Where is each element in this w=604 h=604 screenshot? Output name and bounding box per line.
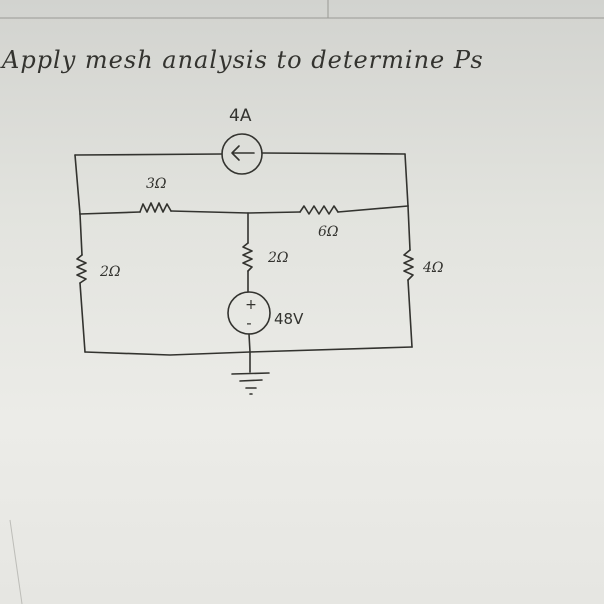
current-arrow-icon	[231, 145, 255, 161]
bottom-wire	[84, 346, 413, 356]
resistor-right-4ohm-zigzag	[403, 249, 414, 281]
circuit-diagram	[74, 133, 414, 395]
current-source-label: 4A	[229, 106, 252, 126]
resistor-middle-2ohm-label: 2Ω	[268, 250, 289, 266]
current-source-symbol	[221, 133, 263, 175]
resistor-3ohm-zigzag	[139, 202, 172, 213]
ground-icon	[231, 372, 270, 395]
top-wire-left	[74, 153, 223, 156]
page-left-edge	[9, 519, 23, 604]
voltage-plus-sign: +	[245, 297, 257, 313]
mid-wire-right-a	[247, 211, 301, 214]
voltage-minus-sign: -	[246, 314, 251, 332]
mid-wire-left	[79, 211, 141, 215]
resistor-6ohm-label: 6Ω	[318, 224, 339, 240]
resistor-6ohm-zigzag	[299, 205, 339, 215]
left-wire-upper	[79, 213, 83, 256]
right-outer-wire	[404, 153, 409, 207]
right-wire-upper	[407, 205, 411, 251]
mid-wire-center	[170, 210, 249, 214]
left-outer-wire	[74, 154, 81, 215]
resistor-3ohm-label: 3Ω	[146, 176, 167, 192]
problem-prompt: Apply mesh analysis to determine Ps	[2, 46, 484, 74]
mid-wire-right-b	[337, 205, 409, 213]
right-wire-lower	[407, 279, 413, 348]
resistor-left-2ohm-zigzag	[76, 254, 87, 284]
voltage-source-label: 48V	[274, 310, 304, 328]
resistor-middle-2ohm-zigzag	[242, 242, 253, 272]
middle-wire-lower	[248, 333, 251, 353]
resistor-left-2ohm-label: 2Ω	[100, 264, 121, 280]
left-wire-lower	[79, 282, 86, 353]
resistor-4ohm-label: 4Ω	[423, 260, 444, 276]
top-wire-right	[261, 152, 406, 155]
